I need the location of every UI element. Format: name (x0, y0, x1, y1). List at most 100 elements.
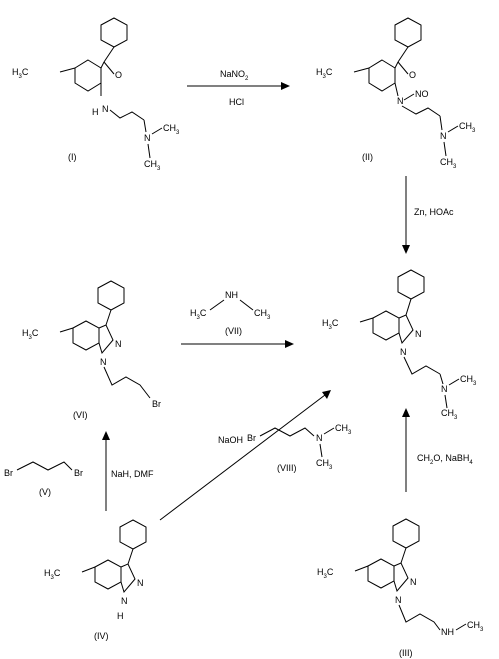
compound-iv-pyrazole (120, 563, 136, 594)
compound-iii-nh: NH (441, 627, 454, 637)
compound-vi-bromopropyl (103, 366, 151, 399)
compound-i-co-bond (103, 61, 115, 75)
compound-iv: N N H H3C (IV) (44, 519, 147, 641)
compound-iii-n1: N (395, 595, 402, 605)
product-nme-2: CH3 (441, 408, 458, 421)
reagent-vii-ch3-left: H3C (190, 308, 207, 321)
reagent-hcl: HCl (229, 97, 244, 107)
compound-vi-methyl: H3C (22, 328, 39, 341)
compound-i: O H3C H N N CH3 CH3 (I) (12, 17, 180, 172)
product-pyrazole (398, 314, 414, 345)
arrow-iv-to-product: NaOH (159, 390, 331, 521)
compound-v-br-right: Br (74, 468, 83, 478)
reagent-viii-nme-2: CH3 (316, 458, 333, 471)
compound-vi-label: (VI) (73, 410, 88, 420)
compound-iii-benzo-ring (367, 558, 395, 589)
reagent-viii-n: N (316, 433, 323, 443)
reagent-ch2o-nabh4: CH2O, NaBH4 (417, 453, 473, 466)
compound-ii-label: (II) (362, 152, 373, 162)
compound-ii-nme-2: CH3 (440, 157, 457, 170)
arrow-i-to-ii: NaNO2 HCl (187, 69, 290, 107)
compound-iv-phenyl-ring (119, 519, 147, 550)
compound-vi-phenyl-ring (97, 280, 125, 311)
product-n1: N (400, 347, 407, 357)
compound-ii-propyl-chain (401, 105, 441, 117)
compound-ii-amine-n: N (440, 131, 447, 141)
compound-ii-n: N (397, 96, 404, 106)
compound-i-carbonyl-bond (103, 46, 115, 63)
compound-iii: N N H3C NH CH3 (III) (317, 518, 484, 658)
compound-iii-methyl: H3C (317, 567, 334, 580)
compound-i-phenyl-ring (100, 17, 128, 48)
reagent-viii-nme-1: CH3 (335, 423, 352, 436)
product-propyl-chain (403, 356, 441, 375)
compound-i-n: N (102, 104, 109, 114)
reagent-viii: Br N CH3 CH3 (VIII) (247, 423, 352, 473)
compound-ii-nme-1: CH3 (459, 121, 476, 134)
compound-vi-benzo-ring (72, 320, 100, 351)
compound-iii-phenyl-ring (392, 518, 420, 549)
compound-i-ring-carbonyl (100, 61, 105, 69)
compound-iv-methyl: H3C (44, 568, 61, 581)
arrow-iv-to-vi: NaH, DMF (102, 431, 154, 511)
compound-i-label: (I) (68, 152, 77, 162)
reagent-viii-label: (VIII) (277, 463, 297, 473)
compound-v-chain (16, 461, 73, 471)
compound-iv-n2: N (137, 578, 144, 588)
compound-iii-nme: CH3 (467, 620, 484, 633)
arrow-vi-to-product (181, 340, 294, 348)
compound-ii: O H3C N NO N CH3 CH3 (II) (316, 17, 476, 170)
product-nme-1: CH3 (460, 374, 477, 387)
reagent-vii: H3C NH CH3 (VII) (190, 290, 271, 336)
compound-i-nh: H (92, 107, 99, 117)
compound-i-nme-2 (147, 143, 151, 159)
compound-iv-label: (IV) (94, 631, 109, 641)
reagent-vii-ch3-right: CH3 (254, 308, 271, 321)
compound-ii-aryl-ring (368, 59, 396, 92)
product-benzo-ring (372, 310, 400, 341)
reagent-zn-hoac: Zn, HOAc (414, 207, 454, 217)
reagent-nano2: NaNO2 (220, 69, 249, 82)
compound-iii-label: (III) (399, 648, 413, 658)
compound-iii-propyl-chain (398, 604, 441, 631)
compound-iv-n1: N (121, 596, 128, 606)
product-amine-n: N (441, 384, 448, 394)
compound-i-methyl: H3C (12, 67, 29, 80)
compound-vi-n2: N (115, 339, 122, 349)
reagent-viii-br: Br (247, 433, 256, 443)
compound-i-nme-1-label: CH3 (163, 123, 180, 136)
compound-i-methyl-bond (59, 67, 76, 73)
compound-ii-phenyl-ring (394, 17, 422, 48)
arrow-ii-to-product: Zn, HOAc (402, 176, 454, 254)
arrow-iii-to-product: CH2O, NaBH4 (402, 408, 473, 492)
compound-v-label: (V) (39, 487, 51, 497)
compound-i-propyl-chain (109, 109, 145, 121)
compound-ii-methyl: H3C (316, 67, 333, 80)
compound-iv-benzo-ring (94, 559, 122, 590)
compound-vi-br: Br (152, 399, 161, 409)
reagent-nah-dmf: NaH, DMF (111, 469, 154, 479)
product: N N H3C N CH3 CH3 (322, 269, 477, 421)
reagent-vii-nh: NH (225, 290, 238, 300)
compound-ii-nitroso: NO (415, 89, 429, 99)
compound-i-nme-2-label: CH3 (144, 159, 161, 172)
compound-v: Br Br (V) (4, 461, 83, 497)
compound-iii-n2: N (410, 577, 417, 587)
compound-i-amine-n: N (144, 133, 151, 143)
compound-v-br-left: Br (4, 468, 13, 478)
product-phenyl-ring (397, 269, 425, 300)
product-n2: N (415, 329, 422, 339)
product-methyl: H3C (322, 318, 339, 331)
compound-iv-h: H (117, 611, 124, 621)
compound-i-oxygen: O (115, 70, 122, 80)
compound-i-nme-1 (151, 127, 163, 135)
compound-vi: N N H3C Br (VI) (22, 280, 161, 420)
compound-ii-oxygen: O (409, 70, 416, 80)
reagent-viii-chain (259, 427, 315, 437)
compound-vi-pyrazole (98, 324, 114, 355)
compound-iii-pyrazole (393, 562, 409, 593)
reagent-naoh: NaOH (218, 435, 243, 445)
compound-i-chain-n (143, 119, 147, 133)
reagent-vii-label: (VII) (225, 326, 242, 336)
